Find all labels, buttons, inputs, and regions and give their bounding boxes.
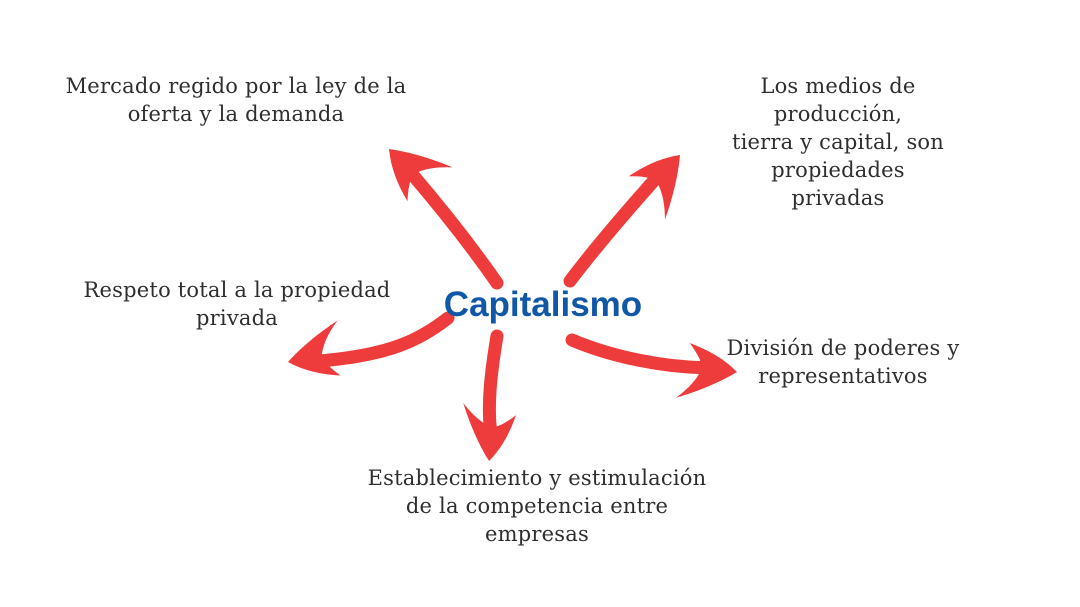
node-label-top-left: Mercado regido por la ley de la oferta y… <box>65 74 407 126</box>
node-label-right: División de poderes y representativos <box>726 336 960 388</box>
arrow-left-icon <box>283 311 455 383</box>
arrow-right-icon <box>565 333 741 407</box>
arrow-down-icon <box>455 329 517 464</box>
node-label-left: Respeto total a la propiedad privada <box>83 278 391 330</box>
arrow-top-left-icon <box>373 125 504 290</box>
node-label-bottom: Establecimiento y estimulación de la com… <box>367 466 707 546</box>
node-label-top-right: Los medios de producción, tierra y capit… <box>731 74 944 210</box>
center-title: Capitalismo <box>443 285 643 324</box>
arrow-top-right-icon <box>563 139 705 288</box>
